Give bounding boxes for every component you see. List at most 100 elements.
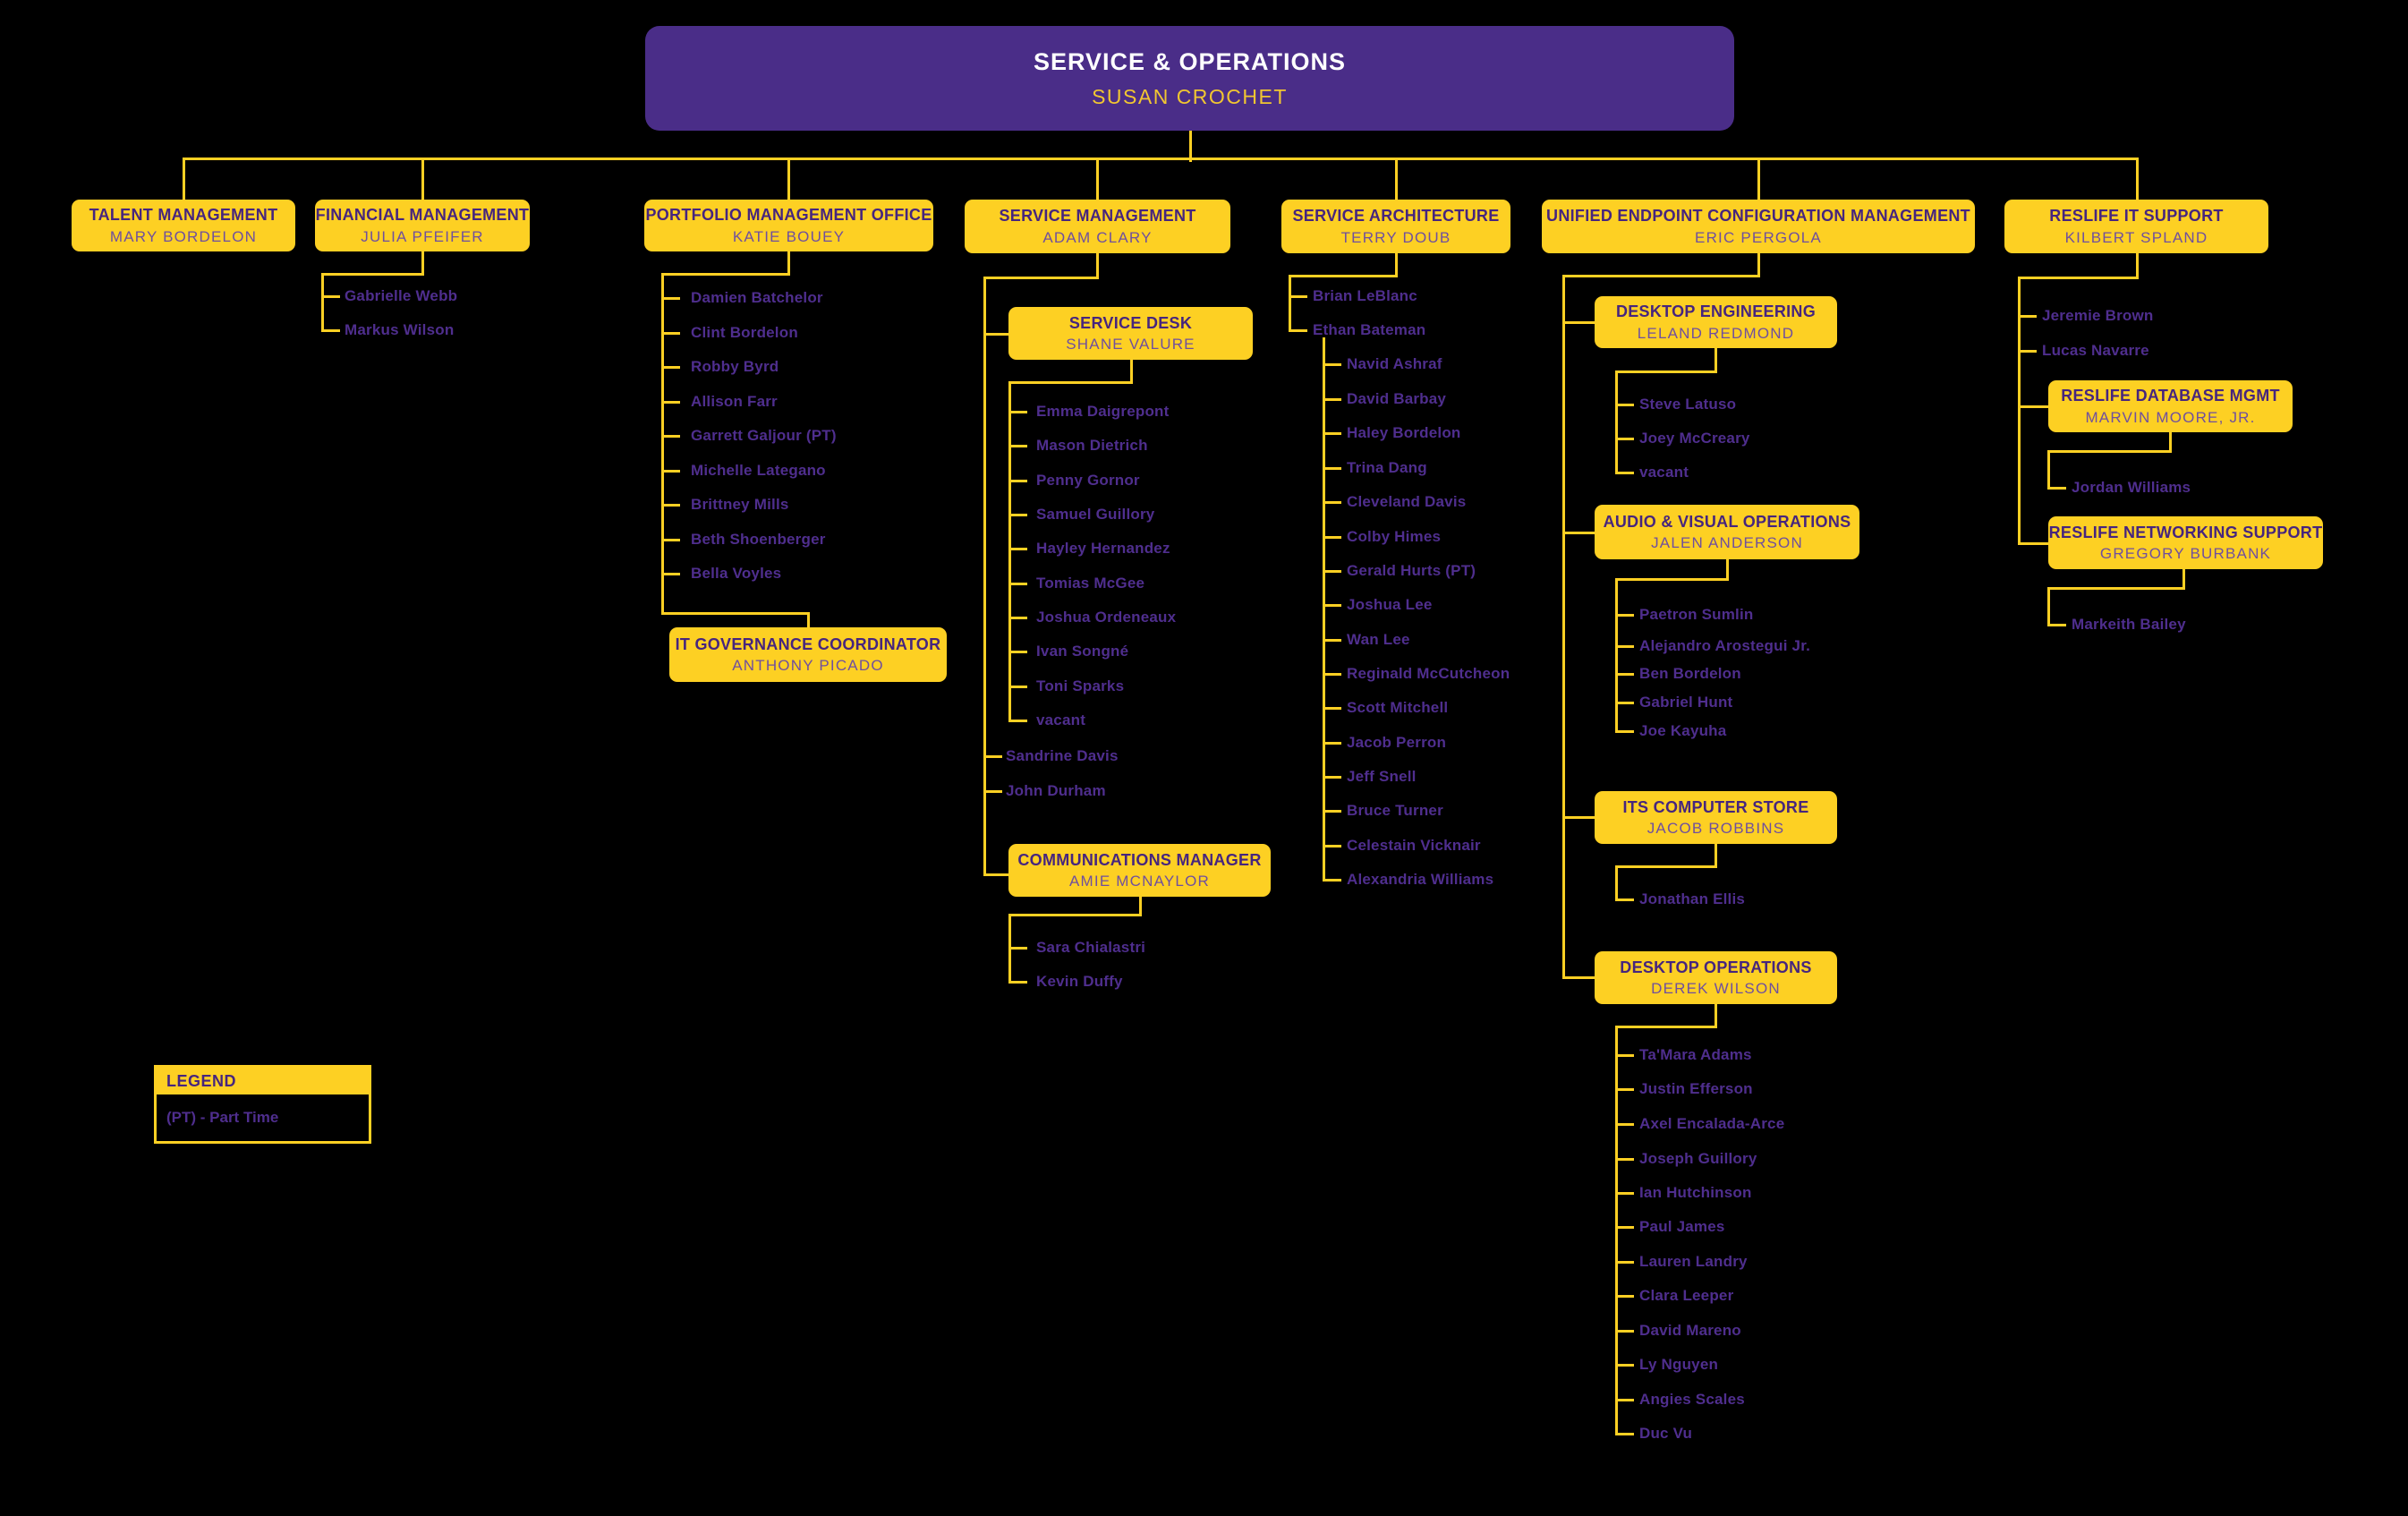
connector-line xyxy=(1008,380,1133,384)
member-name-vacant: vacant xyxy=(1639,464,1689,481)
member-name-markeith-bailey: Markeith Bailey xyxy=(2072,616,2186,633)
member-name-beth-shoenberger: Beth Shoenberger xyxy=(691,531,826,548)
member-tick xyxy=(1322,603,1341,607)
member-tick xyxy=(1008,444,1027,447)
connector-line xyxy=(1614,864,1717,868)
member-tick xyxy=(1008,719,1027,722)
member-name-colby-himes: Colby Himes xyxy=(1347,528,1442,545)
legend-item: (PT) - Part Time xyxy=(166,1109,279,1126)
box-person-name: AMIE MCNAYLOR xyxy=(1069,873,1210,890)
connector-line xyxy=(2046,449,2050,490)
member-tick xyxy=(1614,701,1634,704)
member-name-emma-daigrepont: Emma Daigrepont xyxy=(1036,403,1170,420)
connector-line xyxy=(320,272,424,276)
member-tick xyxy=(1322,775,1341,779)
member-tick xyxy=(1008,479,1027,482)
connector-line xyxy=(1714,346,1717,373)
member-tick xyxy=(2017,314,2037,318)
connector-line xyxy=(1757,157,1760,201)
member-tick xyxy=(660,434,680,438)
connector-line xyxy=(1561,531,1596,534)
box-title: SERVICE DESK xyxy=(1068,313,1193,332)
connector-line xyxy=(2017,276,2139,279)
connector-line xyxy=(1614,864,1618,901)
box-person-name: JACOB ROBBINS xyxy=(1646,820,1785,838)
member-tick xyxy=(1322,672,1341,676)
connector-line xyxy=(1714,1002,1717,1028)
member-name-gabrielle-webb: Gabrielle Webb xyxy=(345,287,458,304)
member-name-penny-gornor: Penny Gornor xyxy=(1036,472,1140,489)
member-name-michelle-lategano: Michelle Lategano xyxy=(691,462,826,479)
box-title: SERVICE ARCHITECTURE xyxy=(1292,207,1500,226)
member-tick xyxy=(1008,980,1027,984)
connector-line xyxy=(787,157,790,201)
member-name-john-durham: John Durham xyxy=(1006,782,1106,799)
box-person-name: SUSAN CROCHET xyxy=(1092,84,1288,108)
member-tick xyxy=(1322,569,1341,573)
member-tick xyxy=(1614,898,1634,901)
member-name-paetron-sumlin: Paetron Sumlin xyxy=(1639,606,1754,623)
member-name-alexandria-williams: Alexandria Williams xyxy=(1347,871,1494,888)
member-tick xyxy=(1322,500,1341,504)
connector-line xyxy=(182,157,185,201)
box-title: IT GOVERNANCE COORDINATOR xyxy=(675,635,941,653)
member-tick xyxy=(660,365,680,369)
connector-line xyxy=(1614,577,1729,581)
connector-line xyxy=(1561,975,1596,979)
connector-line xyxy=(2182,567,2185,590)
member-name-clint-bordelon: Clint Bordelon xyxy=(691,324,798,341)
box-person-name: TERRY DOUB xyxy=(1340,228,1451,246)
connector-line xyxy=(2046,449,2172,453)
member-name-kevin-duffy: Kevin Duffy xyxy=(1036,973,1123,990)
connector-line xyxy=(1561,274,1565,979)
member-name-alejandro-arostegui-jr: Alejandro Arostegui Jr. xyxy=(1639,637,1811,654)
member-name-gerald-hurts-pt: Gerald Hurts (PT) xyxy=(1347,562,1476,579)
member-tick xyxy=(660,503,680,507)
member-tick xyxy=(1322,878,1341,881)
member-tick xyxy=(1008,513,1027,516)
connector-line xyxy=(660,272,790,276)
member-name-brittney-mills: Brittney Mills xyxy=(691,496,789,513)
box-title: RESLIFE IT SUPPORT xyxy=(2049,207,2224,226)
member-name-axel-encalada-arce: Axel Encalada-Arce xyxy=(1639,1115,1785,1132)
member-tick xyxy=(1322,706,1341,710)
member-name-celestain-vicknair: Celestain Vicknair xyxy=(1347,837,1481,854)
member-name-cleveland-davis: Cleveland Davis xyxy=(1347,493,1467,510)
member-name-jacob-perron: Jacob Perron xyxy=(1347,734,1447,751)
member-name-paul-james: Paul James xyxy=(1639,1218,1725,1235)
member-tick xyxy=(660,296,680,300)
box-person-name: DEREK WILSON xyxy=(1651,980,1781,998)
member-name-reginald-mccutcheon: Reginald McCutcheon xyxy=(1347,665,1510,682)
member-tick xyxy=(983,789,1002,793)
member-name-wan-lee: Wan Lee xyxy=(1347,631,1410,648)
connector-line xyxy=(1614,370,1618,474)
box-unified-endpoint-configuration-management: UNIFIED ENDPOINT CONFIGURATION MANAGEMEN… xyxy=(1542,200,1975,253)
connector-line xyxy=(1188,129,1192,162)
member-name-ben-bordelon: Ben Bordelon xyxy=(1639,665,1741,682)
box-title: UNIFIED ENDPOINT CONFIGURATION MANAGEMEN… xyxy=(1546,207,1970,226)
box-person-name: ANTHONY PICADO xyxy=(732,657,884,675)
member-name-joey-mccreary: Joey McCreary xyxy=(1639,430,1750,447)
member-name-trina-dang: Trina Dang xyxy=(1347,459,1427,476)
connector-line xyxy=(983,873,1010,876)
connector-line xyxy=(2017,276,2021,545)
box-person-name: GREGORY BURBANK xyxy=(2099,545,2272,563)
box-person-name: ERIC PERGOLA xyxy=(1695,228,1822,246)
member-tick xyxy=(1322,466,1341,470)
connector-line xyxy=(1095,157,1099,201)
connector-line xyxy=(2168,430,2172,453)
member-name-sara-chialastri: Sara Chialastri xyxy=(1036,939,1146,956)
member-tick xyxy=(1614,1363,1634,1367)
connector-line xyxy=(660,272,664,615)
connector-line xyxy=(2135,251,2139,279)
member-name-brian-leblanc: Brian LeBlanc xyxy=(1313,287,1417,304)
box-person-name: ADAM CLARY xyxy=(1042,228,1153,246)
box-title: TALENT MANAGEMENT xyxy=(89,206,278,225)
member-name-ethan-bateman: Ethan Bateman xyxy=(1313,321,1426,338)
member-name-lucas-navarre: Lucas Navarre xyxy=(2042,342,2149,359)
box-person-name: KATIE BOUEY xyxy=(732,227,846,245)
